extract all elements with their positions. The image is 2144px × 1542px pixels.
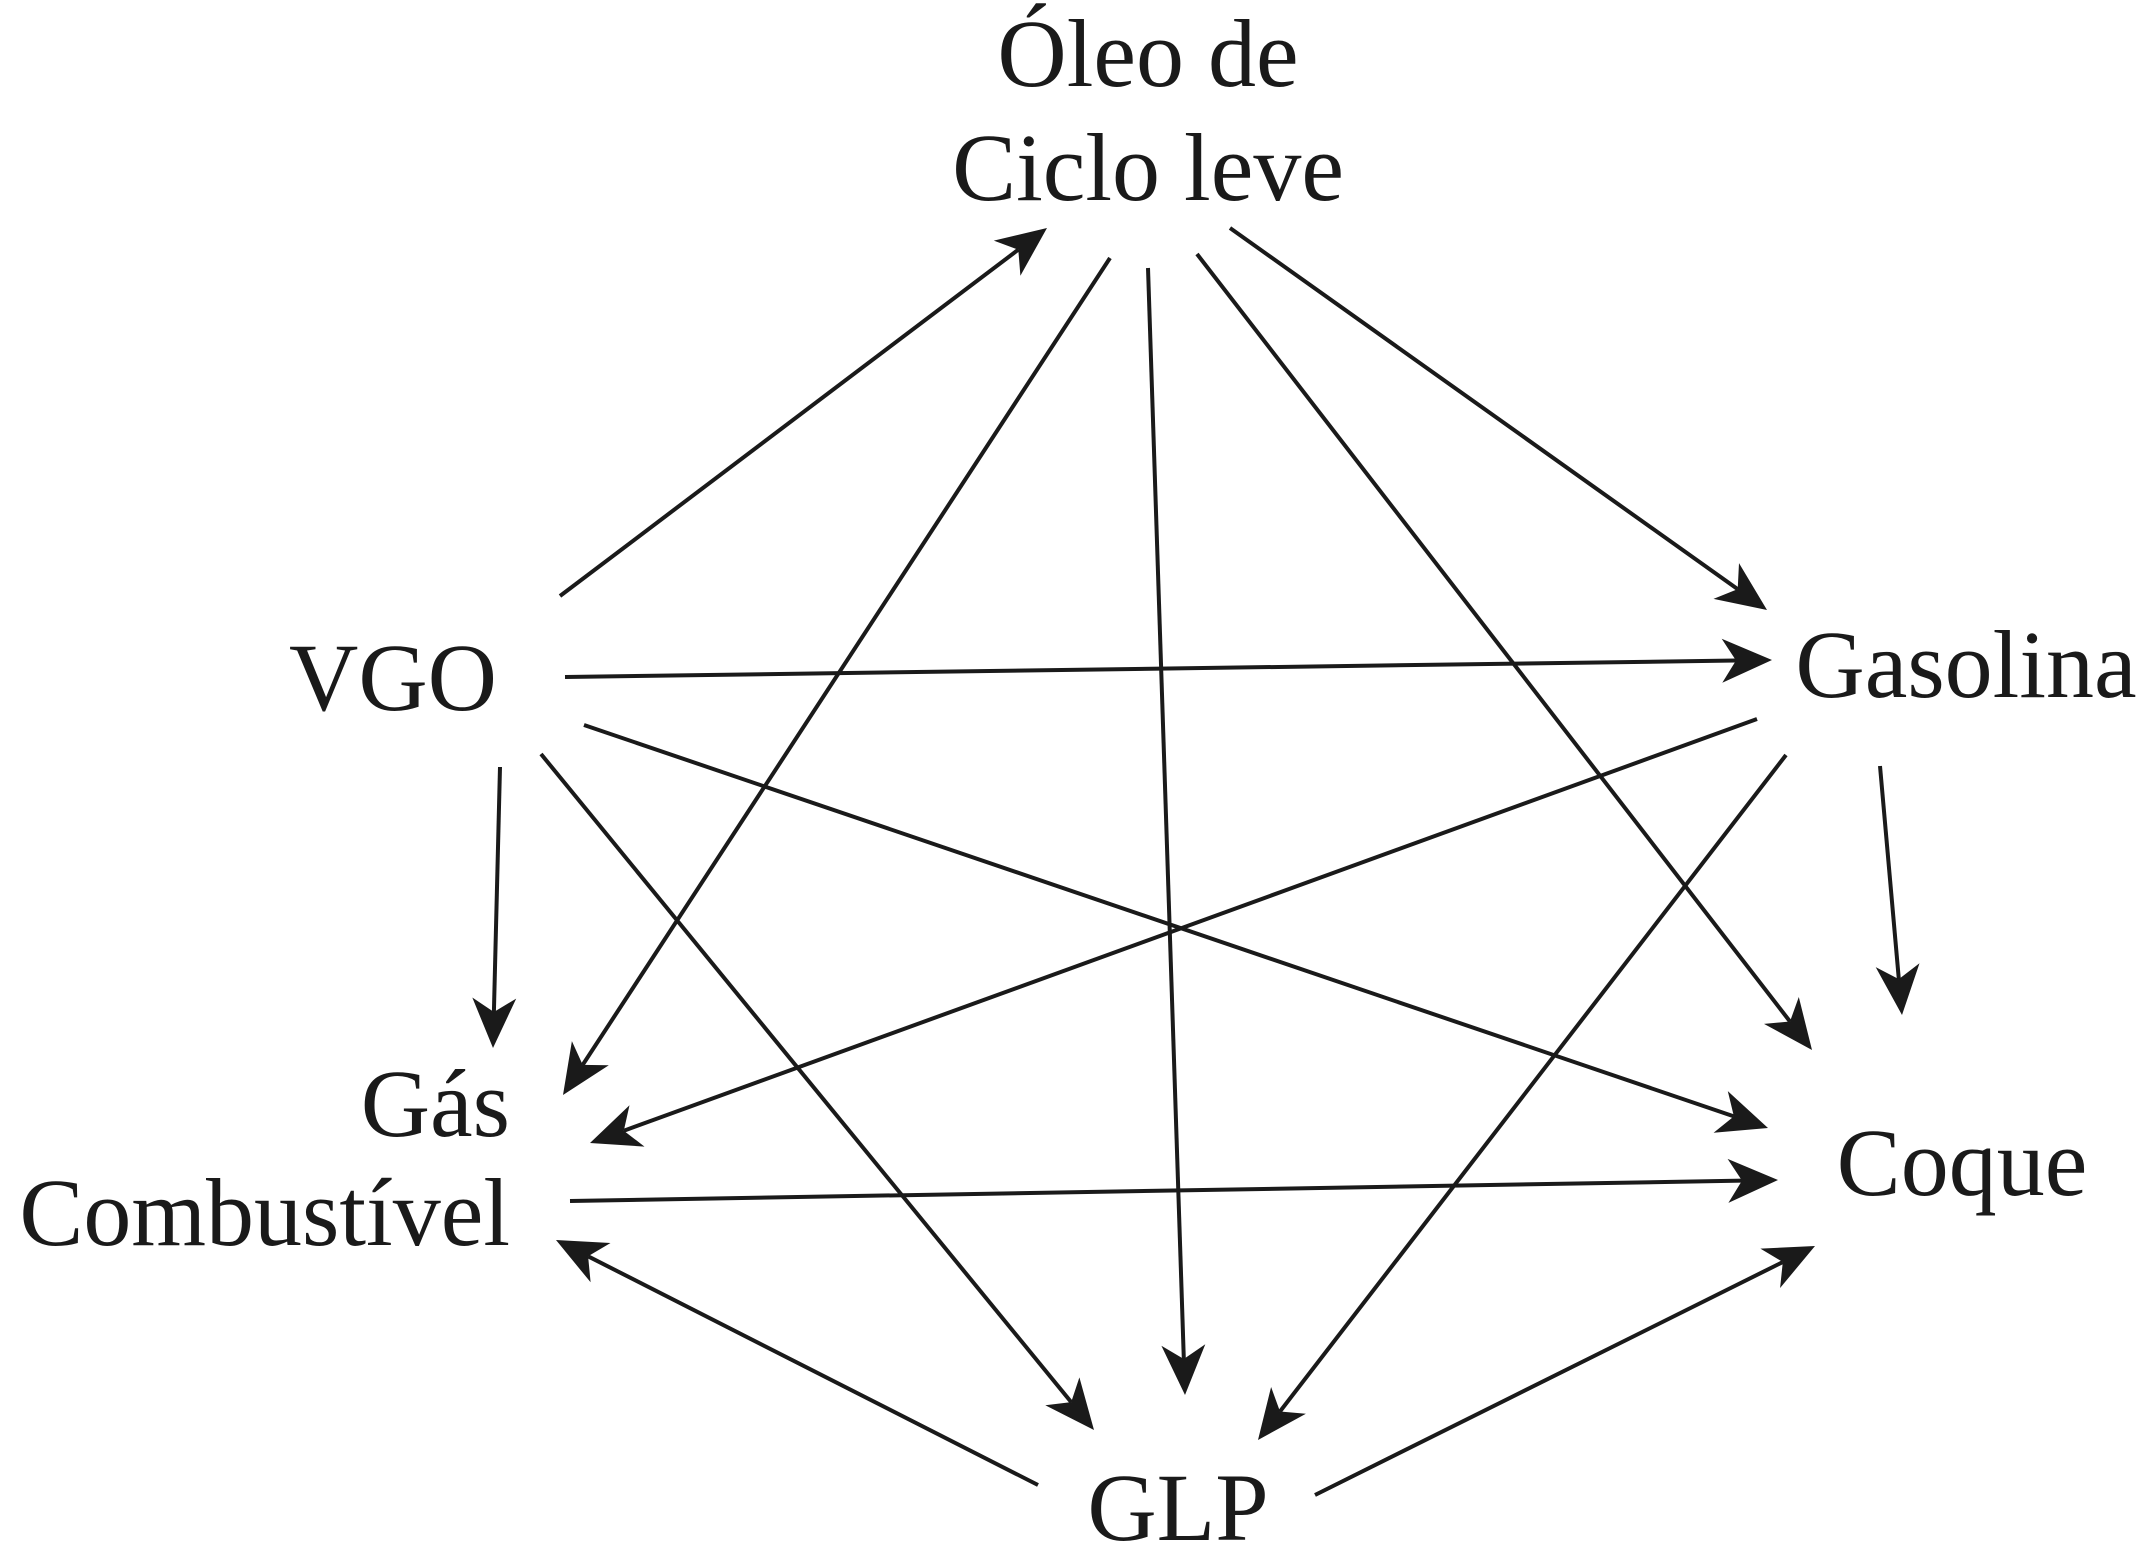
edge-vgo-to-gas-combustivel-line [491,766,502,1013]
edge-vgo-to-oleo-de-ciclo-leve-line [558,248,1020,598]
node-gas-line2: Combustível [19,1159,510,1266]
edge-vgo-to-gasolina-line [564,658,1737,679]
node-vgo: VGO [289,624,497,731]
edge-oleo-de-ciclo-leve-to-gas-combustivel-arrowhead [563,1041,609,1095]
node-oleo-line2: Ciclo leve [952,114,1344,221]
edge-vgo-to-glp-arrowhead [1045,1377,1094,1430]
edge-oleo-de-ciclo-leve-to-gasolina-line [1228,226,1739,591]
edge-oleo-de-ciclo-leve-to-glp-line [1146,267,1186,1360]
edge-gasolina-to-coque-arrowhead [1875,963,1920,1015]
edge-gasolina-to-gas-combustivel-arrowhead [590,1105,645,1147]
edge-vgo-to-gas-combustivel-arrowhead [472,997,517,1048]
edge-gasolina-to-glp-line [1278,753,1788,1413]
edge-glp-to-coque-arrowhead [1760,1246,1815,1288]
edge-glp-to-gas-combustivel-line [587,1254,1039,1487]
node-gasolina: Gasolina [1795,611,2136,718]
edge-oleo-de-ciclo-leve-to-glp-arrowhead [1161,1344,1206,1395]
edge-vgo-to-glp-line [539,752,1073,1404]
edge-gas-combustivel-to-coque-line [569,1178,1743,1203]
edges-group [472,226,1920,1497]
node-coque: Coque [1837,1109,2088,1216]
edge-vgo-to-oleo-de-ciclo-leve-arrowhead [993,228,1047,276]
edge-glp-to-coque-line [1314,1260,1784,1497]
node-glp: GLP [1087,1454,1268,1542]
edge-gasolina-to-coque-line [1878,765,1901,980]
node-oleo-line1: Óleo de [997,0,1298,107]
edge-oleo-de-ciclo-leve-to-gasolina-arrowhead [1713,563,1767,610]
edge-oleo-de-ciclo-leve-to-gas-combustivel-line [581,256,1112,1066]
edge-gasolina-to-glp-arrowhead [1258,1387,1306,1440]
edge-glp-to-gas-combustivel-arrowhead [556,1240,611,1283]
edge-vgo-to-coque-arrowhead [1713,1091,1768,1133]
edge-oleo-de-ciclo-leve-to-coque-arrowhead [1764,997,1812,1050]
node-gas-line1: Gás [361,1050,510,1157]
edge-vgo-to-coque-line [583,723,1735,1119]
edge-gasolina-to-gas-combustivel-line [623,717,1758,1133]
edge-gas-combustivel-to-coque-arrowhead [1727,1158,1778,1203]
edge-vgo-to-gasolina-arrowhead [1721,638,1772,683]
edge-oleo-de-ciclo-leve-to-coque-line [1195,252,1792,1023]
